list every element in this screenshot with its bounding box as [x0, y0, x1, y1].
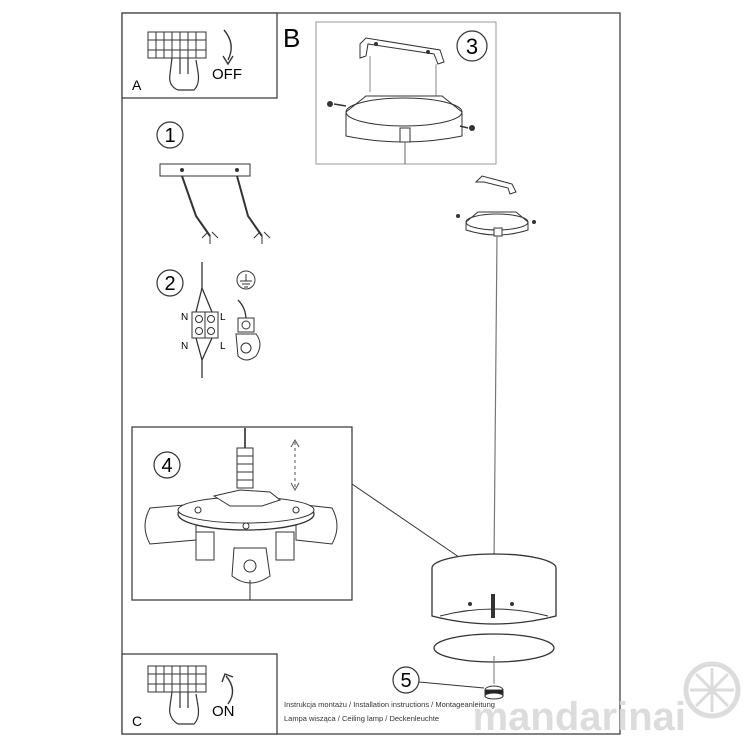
screw-left-icon	[327, 101, 347, 107]
step-3-number: 3	[466, 34, 478, 59]
step-5-circle	[392, 666, 420, 694]
wing-nut-icon	[212, 489, 282, 507]
panel-c-letter: C	[132, 713, 142, 729]
step-2-circle	[156, 269, 184, 297]
leader-line-4	[351, 483, 476, 569]
screw-right-icon	[459, 125, 475, 131]
panel-a-letter: A	[132, 77, 142, 93]
footer-line-1: Instrukcja montażu / Installation instru…	[284, 700, 495, 709]
suspension-cable	[493, 235, 498, 566]
circuit-breaker-icon	[147, 665, 207, 693]
step-1-number: 1	[164, 125, 175, 147]
step-5-number: 5	[400, 670, 411, 692]
mounted-canopy	[456, 175, 536, 237]
socket-lamp-bottom	[231, 547, 271, 584]
lamp-wires	[195, 337, 213, 378]
step-4-number: 4	[161, 455, 172, 477]
step-3: 3	[315, 21, 497, 165]
arrow-down-icon	[223, 29, 232, 61]
ground-wire	[237, 299, 247, 321]
step-4: 4	[131, 426, 353, 601]
panel-b-letter: B	[283, 23, 300, 53]
watermark: mandarinai	[473, 661, 741, 739]
footer-line-2: Lampa wisząca / Ceiling lamp / Deckenleu…	[284, 714, 439, 723]
ground-symbol-icon	[236, 270, 256, 290]
lamp-shade	[431, 553, 557, 684]
watermark-text: mandarinai	[473, 695, 686, 739]
switch-on-label: ON	[212, 703, 235, 720]
ceiling-wire-right	[236, 175, 263, 237]
step-5: 5	[392, 666, 504, 700]
terminal-label-l-top: L	[220, 312, 226, 323]
terminal-label-l-bottom: L	[220, 341, 226, 352]
terminal-label-n-bottom: N	[181, 341, 188, 352]
step-2: 2 N L N L	[156, 262, 261, 378]
step-3-circle	[456, 30, 488, 62]
step-1-circle	[156, 121, 184, 149]
switch-off-label: OFF	[212, 66, 242, 83]
hand-icon	[169, 691, 200, 725]
watermark-logo-icon	[683, 661, 741, 719]
ground-connector-icon	[235, 317, 261, 361]
ceiling-plate	[159, 163, 251, 177]
ceiling-wire-left	[181, 175, 211, 237]
circuit-breaker-icon	[147, 31, 207, 59]
panel-a: A OFF	[121, 12, 278, 99]
page-frame	[121, 12, 621, 735]
finial-knob-icon	[484, 685, 504, 700]
arrow-up-icon	[225, 675, 234, 705]
panel-c: C ON	[121, 653, 278, 735]
socket-holder-left	[195, 531, 215, 561]
terminal-block	[191, 311, 219, 339]
height-arrow-icon	[290, 438, 300, 492]
terminal-label-n-top: N	[181, 312, 188, 323]
step-4-circle	[153, 451, 181, 479]
step-1: 1	[156, 121, 271, 244]
step-2-number: 2	[164, 273, 175, 295]
supply-wires	[195, 262, 213, 313]
threaded-nipple	[236, 447, 254, 489]
hand-icon	[169, 57, 200, 91]
socket-holder-right	[275, 531, 295, 561]
mounting-bracket	[359, 37, 445, 65]
